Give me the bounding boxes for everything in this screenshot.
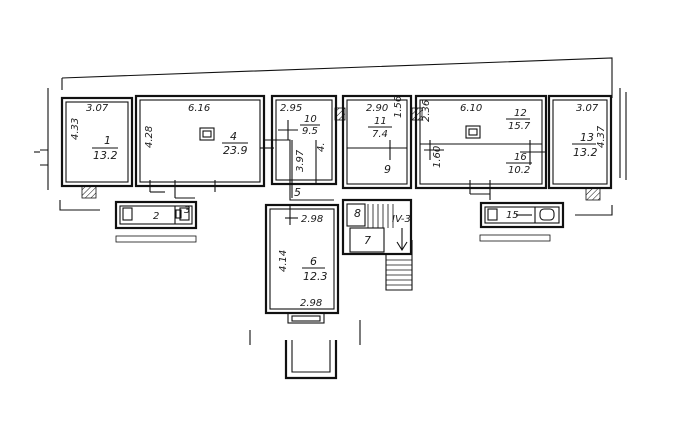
stair-core [341,198,413,291]
room-6 [264,203,340,324]
room-11-area: 7.4 [372,129,388,140]
exterior-outline [34,57,627,216]
room-12-height: 2.36 [421,100,432,122]
room-16-number: 16 [514,152,527,163]
room-7-number: 7 [364,234,371,247]
room-1 [60,96,134,199]
room-9-number: 9 [384,163,391,176]
room-1-area: 13.2 [93,149,118,162]
room-6-number: 6 [310,255,317,268]
room-11-9 [334,94,413,190]
room-6-area: 12.3 [303,270,328,283]
room-13 [547,94,613,201]
entry-porch [249,320,361,380]
room-13-area: 13.2 [573,146,598,159]
room-13-number: 13 [580,131,594,144]
room-12-width: 6.10 [460,103,482,114]
stair-treads [367,204,394,228]
room-8-extra: IV-3 [392,214,411,225]
room-4-area: 23.9 [223,144,248,157]
room-12-16 [411,94,548,200]
room-10-height: 4. [316,142,327,152]
room-11-height: 1.56 [393,96,404,118]
room-11-width: 2.90 [366,103,388,114]
room-10-area: 9.5 [302,126,318,137]
room-13-width: 3.07 [576,103,599,114]
room-1-width: 3.07 [86,103,109,114]
lower-sill-left [115,235,197,243]
room-3-number: 3 [184,205,190,216]
room-12-number: 12 [514,108,527,119]
corridor-5 [260,139,334,201]
room-4-number: 4 [230,130,237,143]
room-1-number: 1 [104,134,111,147]
room-15-number: 15 [506,210,519,221]
room-15 [479,201,565,242]
room-4-width: 6.16 [188,103,210,114]
room-6-height: 4.14 [278,250,289,272]
room-13-height: 4.37 [596,125,607,148]
room-10-number: 10 [304,114,317,125]
room-12-area: 15.7 [508,121,531,132]
room-2-3 [114,200,198,230]
room-16-height: 1.60 [432,146,443,168]
room-11-number: 11 [374,116,387,127]
room-2-number: 2 [153,211,159,222]
room-8-number: 8 [354,207,361,220]
room-1-height: 4.33 [70,118,81,140]
room-4-height: 4.28 [144,126,155,148]
room-6-width-bottom: 2.98 [300,298,322,309]
room-4 [134,94,266,199]
room-5-number: 5 [294,186,301,199]
room-10-width: 2.95 [280,103,302,114]
room-6-width-top: 2.98 [301,214,323,225]
room-16-area: 10.2 [508,165,530,176]
room-5-height: 3.97 [295,149,306,172]
